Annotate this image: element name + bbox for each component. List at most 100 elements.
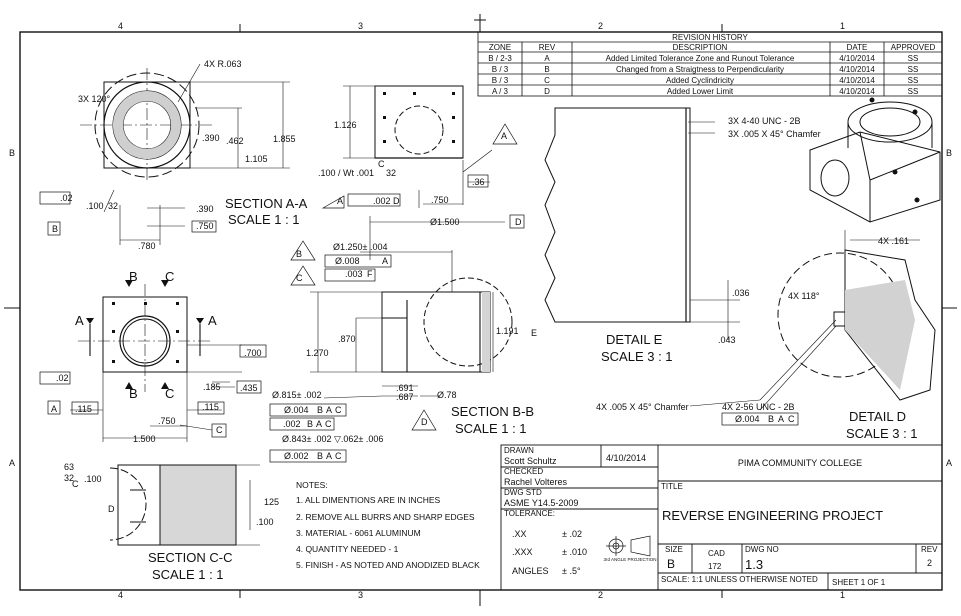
dim-bb-1191: 1.191 [496, 326, 519, 336]
dim-top-36: .36 [472, 177, 485, 187]
fcf-bb-pos2-c: C [335, 451, 342, 461]
dim-aa-1855: 1.855 [273, 134, 296, 144]
dim-cc-125: 125 [264, 497, 279, 507]
section-aa-hatch [112, 91, 181, 159]
dim-front-1500: 1.500 [133, 434, 156, 444]
dim-detail-d-161: 4X .161 [878, 236, 909, 246]
top-view: 1.126 .100 / Wt .001 32 C A .002 D .36 .… [318, 85, 525, 260]
dim-aa-flatness: .02 [60, 193, 73, 203]
cut-label-a-right: A [208, 313, 217, 328]
dim-aa-angle: 3X 120° [78, 94, 111, 104]
detail-d-view: 4X .161 4X 118° 4X .005 X 45° Chamfer 4X… [596, 230, 936, 441]
dim-cc-100: .100 [84, 474, 102, 484]
tb-company: PIMA COMMUNITY COLLEGE [738, 458, 862, 468]
dim-aa-390b: .390 [196, 204, 214, 214]
fcf-bb-pos2-a: A [326, 451, 332, 461]
note-item: 1. ALL DIMENTIONS ARE IN INCHES [296, 495, 441, 505]
zone-top-1: 1 [840, 21, 845, 31]
section-cc-hatch [160, 465, 236, 545]
rev-header-approved: APPROVED [891, 43, 936, 52]
tb-size-label: SIZE [665, 545, 683, 554]
section-cc-title: SECTION C-C [148, 550, 233, 565]
rev-row-rev: A [544, 54, 550, 63]
tb-std: ASME Y14.5-2009 [504, 498, 578, 508]
dim-aa-780: .780 [138, 241, 156, 251]
dim-cc-detail-d: D [108, 504, 115, 514]
dim-cc-c: C [72, 479, 79, 489]
dim-front-datum-c: C [216, 425, 223, 435]
fcf-bb-pos2-b: B [317, 451, 323, 461]
rev-row-date: 4/10/2014 [839, 76, 875, 85]
dim-aa-finish-ra: 32 [108, 201, 118, 211]
rev-row-date: 4/10/2014 [839, 65, 875, 74]
rev-row-date: 4/10/2014 [839, 54, 875, 63]
tb-rev-label: REV [921, 545, 938, 554]
tb-drawn-label: DRAWN [504, 446, 534, 455]
fcf-detail-d-c: C [788, 414, 795, 424]
zone-left-a: A [9, 458, 15, 468]
fcf-bb-pos1-c: C [335, 405, 342, 415]
cut-label-c-top: C [165, 269, 174, 284]
dim-detail-e-036: .036 [732, 288, 750, 298]
dim-bb-dia78: Ø.78 [437, 390, 457, 400]
isometric-view [809, 97, 941, 223]
rev-row-desc: Added Limited Tolerance Zone and Runout … [606, 54, 795, 63]
detail-d-title: DETAIL D [849, 409, 906, 424]
tb-dwg-no: 1.3 [745, 557, 763, 572]
section-cc-scale: SCALE 1 : 1 [152, 567, 224, 582]
fcf-bb-cbore: Ø.843± .002 ▽.062± .006 [282, 434, 383, 444]
fcf-bb-pos2: Ø.002 [284, 451, 309, 461]
fcf-bb-perp-a: A [316, 419, 322, 429]
section-cc-view: 63 32 .100 C D .100 125 SECTION C-C SCAL… [64, 462, 279, 582]
dim-detail-d-chamfer: 4X .005 X 45° Chamfer [596, 402, 689, 412]
cut-label-b-top: B [129, 269, 138, 284]
rev-row-zone: B / 3 [492, 65, 509, 74]
dim-bb-detail-d: D [421, 417, 428, 427]
rev-row-rev: C [544, 76, 550, 85]
tb-tol-ang: ANGLES [512, 566, 549, 576]
dim-bb-cyl-mod: F [367, 269, 373, 279]
dim-detail-e-chamfer: 3X .005 X 45° Chamfer [728, 129, 821, 139]
rev-header-date: DATE [847, 43, 868, 52]
zone-bottom-4: 4 [118, 590, 123, 600]
detail-e-title: DETAIL E [606, 332, 663, 347]
fcf-bb-dia815: Ø.815± .002 [272, 390, 321, 400]
front-view: B C A A B C .700 .02 A .185 .435 .115 .7… [39, 269, 267, 444]
tb-title: REVERSE ENGINEERING PROJECT [662, 508, 883, 523]
tb-rev: 2 [927, 558, 932, 568]
rev-header-desc: DESCRIPTION [673, 43, 728, 52]
note-item: 3. MATERIAL - 6061 ALUMINUM [296, 528, 421, 538]
detail-d-hatch [845, 280, 915, 390]
dim-detail-e-043: .043 [718, 335, 736, 345]
tb-tol-ang-val: ± .5° [562, 566, 581, 576]
zone-top-4: 4 [118, 21, 123, 31]
rev-row-approved: SS [908, 65, 919, 74]
dim-aa-datum-b: B [52, 224, 58, 234]
rev-row-date: 4/10/2014 [839, 87, 875, 96]
notes-block: NOTES: 1. ALL DIMENTIONS ARE IN INCHES 2… [296, 480, 480, 570]
zone-top-3: 3 [358, 21, 363, 31]
tb-cad-label: CAD [708, 549, 725, 558]
dim-aa-462: .462 [226, 136, 244, 146]
section-bb-hatch [482, 292, 490, 372]
fcf-bb-perp-c: C [325, 419, 332, 429]
rev-row-approved: SS [908, 54, 919, 63]
dim-detail-e-tap: 3X 4-40 UNC - 2B [728, 116, 801, 126]
dim-cc-63: 63 [64, 462, 74, 472]
dim-front-flatness: .02 [56, 373, 69, 383]
revision-title: REVISION HISTORY [672, 33, 748, 42]
dim-bb-perp: Ø.008 [335, 256, 360, 266]
dim-top-1126: 1.126 [334, 120, 357, 130]
tb-tol-xxx-val: ± .010 [562, 547, 587, 557]
fcf-bb-pos1-a: A [326, 405, 332, 415]
section-aa-view: 4X R.063 3X 120° .390 .462 1.105 1.855 .… [39, 59, 308, 251]
dim-front-185: .185 [203, 382, 221, 392]
dim-top-runout: .002 [373, 196, 391, 206]
dim-front-435: .435 [240, 383, 258, 393]
note-item: 4. QUANTITY NEEDED - 1 [296, 544, 399, 554]
dim-top-finish: .100 / Wt .001 [318, 168, 374, 178]
rev-row-zone: A / 3 [492, 87, 509, 96]
dim-aa-radius: 4X R.063 [204, 59, 242, 69]
rev-row-approved: SS [908, 87, 919, 96]
dim-top-runout-datum: D [393, 196, 400, 206]
